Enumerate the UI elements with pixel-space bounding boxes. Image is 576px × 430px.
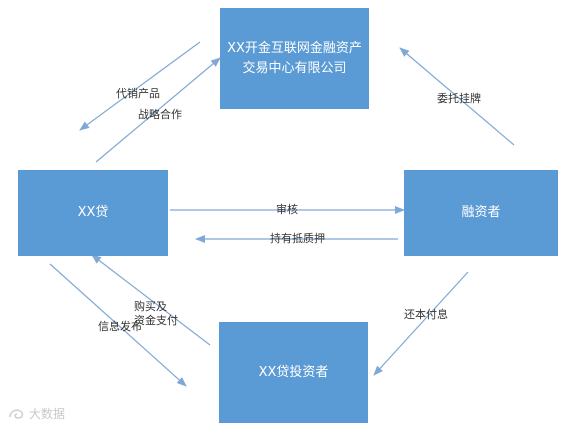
watermark: 大数据 — [8, 405, 65, 422]
label-daixiao: 代销产品 — [116, 87, 160, 100]
label-huanben: 还本付息 — [404, 308, 448, 321]
watermark-text: 大数据 — [29, 407, 66, 421]
label-shenhe: 审核 — [276, 203, 298, 216]
label-goumai: 购买及 资金支付 — [134, 300, 178, 327]
node-investor: XX贷投资者 — [219, 322, 368, 423]
arrow-zhanlue — [95, 57, 221, 163]
arrow-goumai — [91, 254, 211, 346]
arrow-xinxi — [49, 263, 187, 387]
label-weituo: 委托挂牌 — [437, 92, 481, 105]
node-exchange-center: XX开金互联网金融资产 交易中心有限公司 — [220, 8, 369, 109]
arrow-huanben — [373, 271, 469, 376]
arrow-daixiao — [79, 41, 201, 131]
label-zhanlue: 战略合作 — [138, 108, 182, 121]
label-xinxi: 信息发布 — [98, 320, 142, 333]
node-financer: 融资者 — [404, 170, 558, 256]
arrow-weituo — [399, 47, 515, 146]
watermark-logo-icon — [9, 409, 24, 419]
label-chiyou: 持有抵质押 — [270, 232, 325, 245]
node-xxdai: XX贷 — [18, 170, 168, 256]
